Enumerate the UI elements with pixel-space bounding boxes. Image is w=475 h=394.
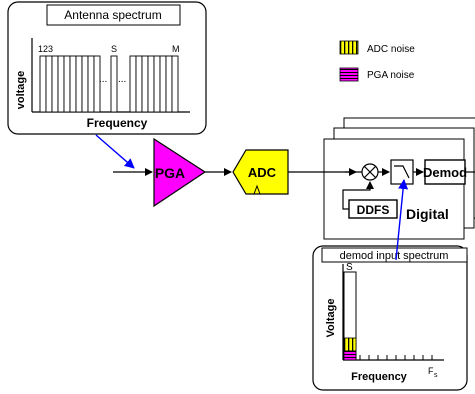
adc-block: ADC: [232, 149, 289, 195]
fs-label: F: [428, 366, 434, 376]
adc-noise-swatch: [339, 40, 359, 55]
antenna-ylabel: voltage: [15, 71, 27, 110]
demod-ylabel: Voltage: [325, 299, 337, 338]
demod-label: Demod: [423, 165, 467, 180]
antenna-label-s: S: [111, 44, 117, 54]
antenna-callout-arrow: [95, 134, 135, 169]
antenna-channel-bars: [39, 55, 179, 113]
antenna-channel-bar: [57, 55, 65, 113]
digital-box-front: [323, 138, 465, 240]
antenna-channel-bar: [69, 55, 77, 113]
demod-pga-noise-bar: [343, 350, 357, 361]
demod-signal-label: S: [346, 262, 353, 273]
antenna-ellipsis-right: ...: [118, 74, 126, 85]
antenna-channel-bar: [165, 55, 173, 113]
demod-adc-noise-bar: [343, 337, 357, 352]
antenna-xlabel: Frequency: [87, 116, 148, 130]
ddfs-label: DDFS: [357, 203, 390, 217]
pga-block: PGA: [153, 137, 207, 208]
legend-pga-noise: PGA noise: [367, 70, 415, 81]
antenna-label-m: M: [172, 44, 180, 54]
antenna-channel-bar: [45, 55, 53, 113]
antenna-label-123: 123: [38, 44, 53, 54]
demod-input-spectrum-panel: demod input spectrum Voltage S Frequency…: [312, 245, 468, 391]
legend-adc-noise: ADC noise: [367, 44, 415, 55]
antenna-channel-bar: [63, 55, 71, 113]
antenna-spectrum-panel: Antenna spectrum voltage 123 S M ... ...…: [7, 1, 207, 135]
adc-label: ADC: [248, 165, 277, 180]
antenna-channel-bar: [141, 55, 149, 113]
antenna-channel-bar: [135, 55, 143, 113]
clock-icon: [253, 184, 261, 195]
demod-block: [424, 159, 466, 185]
fs-subscript: s: [434, 372, 438, 379]
antenna-channel-bar: [147, 55, 155, 113]
antenna-channel-bar: [75, 55, 83, 113]
antenna-channel-bar: [159, 55, 167, 113]
legend: ADC noise PGA noise: [339, 40, 415, 82]
digital-label: Digital: [406, 206, 449, 222]
demod-x-ticks: [359, 355, 433, 360]
antenna-channel-bar: [129, 55, 137, 113]
demod-xlabel: Frequency: [351, 371, 408, 383]
mixer-icon: [361, 163, 379, 181]
antenna-channel-bar: [81, 55, 89, 113]
antenna-channel-bar: [153, 55, 161, 113]
demod-callout-arrow: [395, 179, 409, 261]
pga-label: PGA: [155, 165, 185, 181]
antenna-channel-bar: [110, 55, 118, 113]
lowpass-filter-icon: [390, 159, 414, 185]
antenna-ellipsis-left: ...: [99, 74, 107, 85]
antenna-channel-bar: [171, 55, 179, 113]
digital-block: Demod DDFS Digital: [323, 117, 475, 240]
antenna-channel-bar: [87, 55, 95, 113]
antenna-channel-bar: [51, 55, 59, 113]
antenna-channel-bar: [39, 55, 47, 113]
pga-noise-swatch: [339, 67, 359, 82]
antenna-channel-bar: [93, 55, 101, 113]
demod-spectrum-title: demod input spectrum: [340, 250, 449, 262]
antenna-spectrum-title: Antenna spectrum: [64, 8, 161, 22]
